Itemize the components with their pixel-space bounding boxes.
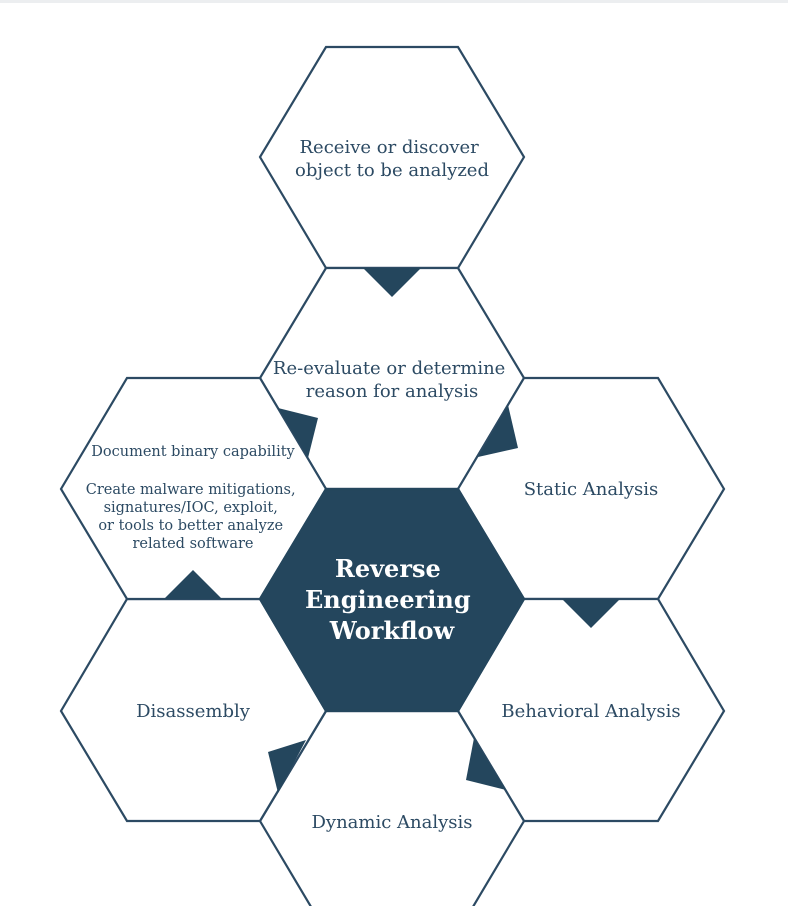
label-document: Document binary capability [91, 444, 295, 460]
arrow-dynamic-to-disassembly [268, 740, 306, 793]
label-behavioral: Behavioral Analysis [501, 701, 680, 722]
arrow-behavioral-to-dynamic [466, 738, 506, 790]
arrow-document-to-reevaluate [278, 408, 318, 458]
label-mitigations: Create malware mitigations, signatures/I… [86, 482, 300, 552]
hex-center [258, 487, 526, 713]
label-receive: Receive or discover object to be analyze… [295, 137, 489, 181]
arrow-reevaluate-to-static [478, 405, 518, 457]
label-static: Static Analysis [524, 479, 659, 500]
arrow-static-to-behavioral [562, 599, 620, 628]
arrow-receive-to-reevaluate [363, 268, 421, 297]
arrow-disassembly-to-document [164, 570, 222, 599]
label-dynamic: Dynamic Analysis [311, 812, 472, 833]
top-divider [0, 0, 788, 3]
label-center-title: Reverse Engineering Workflow [305, 554, 479, 645]
label-reevaluate: Re-evaluate or determine reason for anal… [273, 358, 511, 402]
label-disassembly: Disassembly [136, 701, 251, 722]
